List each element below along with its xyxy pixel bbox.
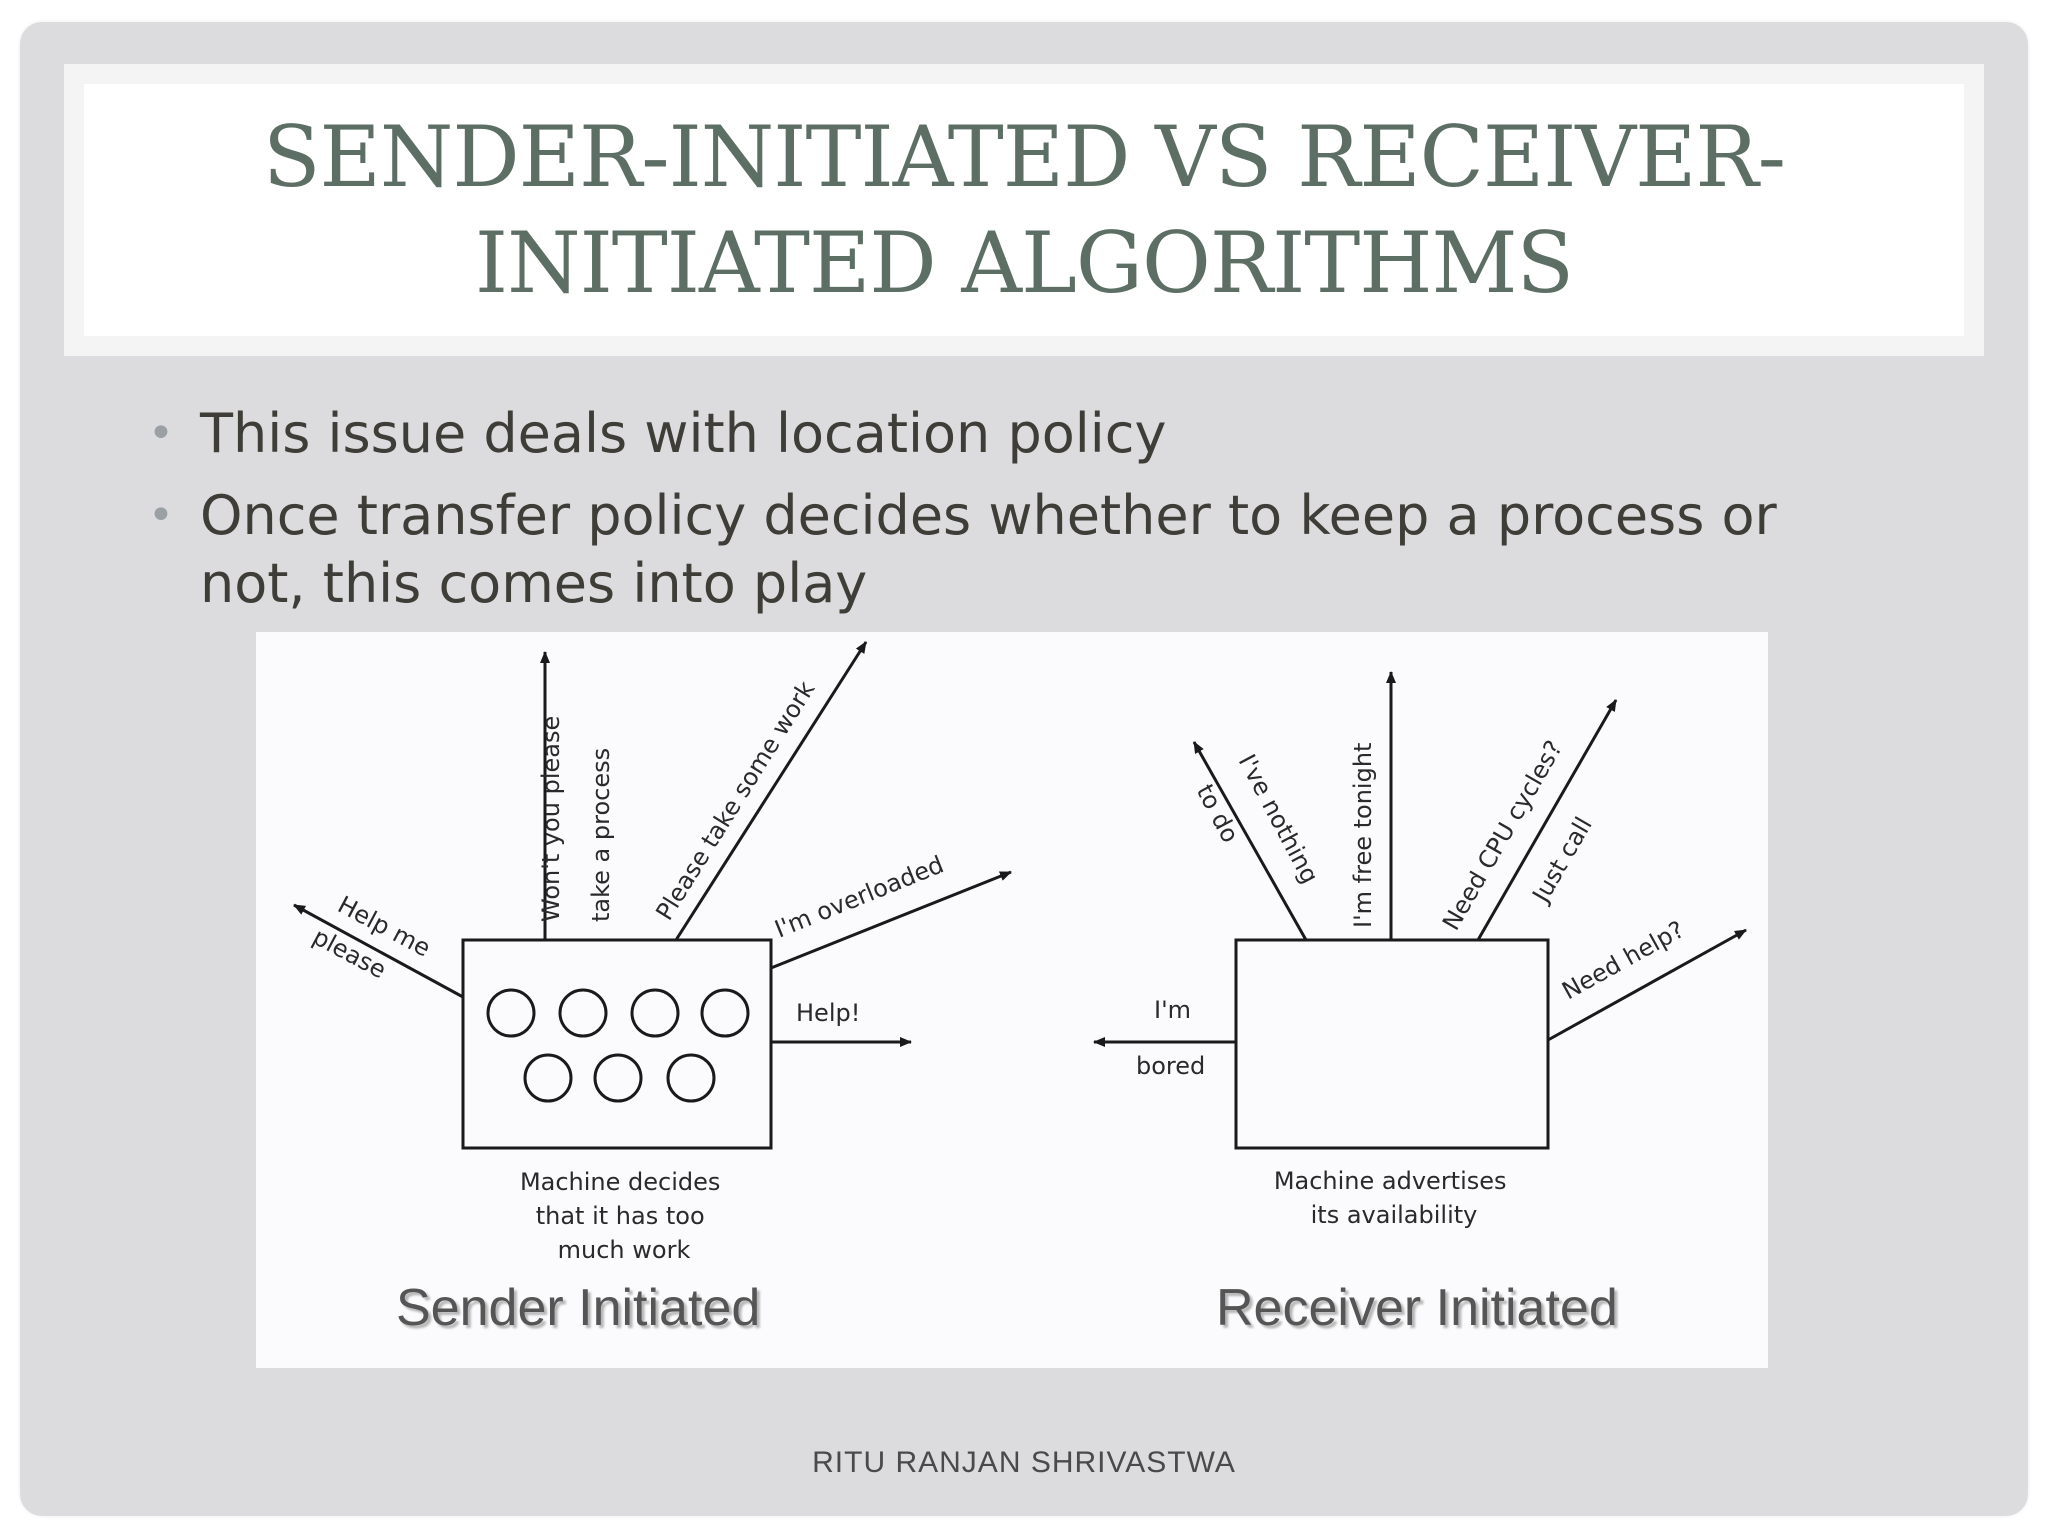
bullet-text: This issue deals with location policy [200,402,1167,465]
arrow-overloaded [770,870,1012,970]
diagram-figure: Help me please Won't you please take a p… [256,632,1768,1368]
arrow-nothing-to-do [1192,741,1308,941]
label-bored: bored [1136,1052,1205,1080]
process-circle [593,1053,643,1103]
label-wont-you-please: Won't you please [537,716,565,922]
bullet-dot-icon: • [148,490,174,541]
sender-description-line: Machine decides [520,1168,720,1196]
arrow-help-me [293,903,464,999]
caption-sender-initiated: Sender Initiated [396,1279,761,1337]
sender-description-line: that it has too [536,1202,705,1230]
process-circle [666,1053,716,1103]
receiver-description-line: its availability [1311,1201,1478,1229]
process-circle [700,988,750,1038]
label-im-overloaded: I'm overloaded [771,850,948,943]
sender-description: Machine decides that it has too much wor… [520,1168,728,1264]
receiver-machine-box [1234,938,1550,1150]
bullet-dot-icon: • [148,408,174,459]
bullet-text: Once transfer policy decides whether to … [200,484,1777,615]
label-please-take-some-work: Please take some work [650,676,820,925]
label-to-do: to do [1191,780,1245,848]
diagram-svg: Help me please Won't you please take a p… [293,641,1747,1264]
title-box: SENDER-INITIATED VS RECEIVER-INITIATED A… [84,84,1964,336]
bullet-list: • This issue deals with location policy … [148,400,1868,632]
label-take-a-process: take a process [587,748,615,922]
label-im: I'm [1154,996,1191,1024]
process-circles [486,988,750,1103]
label-just-call: Just call [1526,812,1598,908]
label-ive-nothing: I've nothing [1233,750,1324,888]
label-need-help: Need help? [1557,915,1689,1005]
receiver-description-line: Machine advertises [1274,1167,1507,1195]
process-circle [630,988,680,1038]
bullet-item: • Once transfer policy decides whether t… [148,482,1868,618]
arrow-need-help [1547,928,1747,1042]
caption-receiver-initiated: Receiver Initiated [1216,1279,1618,1337]
bullet-item: • This issue deals with location policy [148,400,1868,468]
sender-machine-box [461,938,773,1150]
slide-title: SENDER-INITIATED VS RECEIVER-INITIATED A… [262,108,1786,312]
sender-description-line: much work [558,1236,691,1264]
label-help: Help! [796,999,860,1027]
arrow-cpu-cycles [1476,699,1618,941]
receiver-description: Machine advertises its availability [1274,1167,1514,1229]
arrow-please-take-work [674,641,868,941]
footer-author: RITU RANJAN SHRIVASTWA [812,1446,1236,1479]
process-circle [523,1053,573,1103]
process-circle [558,988,608,1038]
label-im-free-tonight: I'm free tonight [1349,743,1377,928]
process-circle [486,988,536,1038]
